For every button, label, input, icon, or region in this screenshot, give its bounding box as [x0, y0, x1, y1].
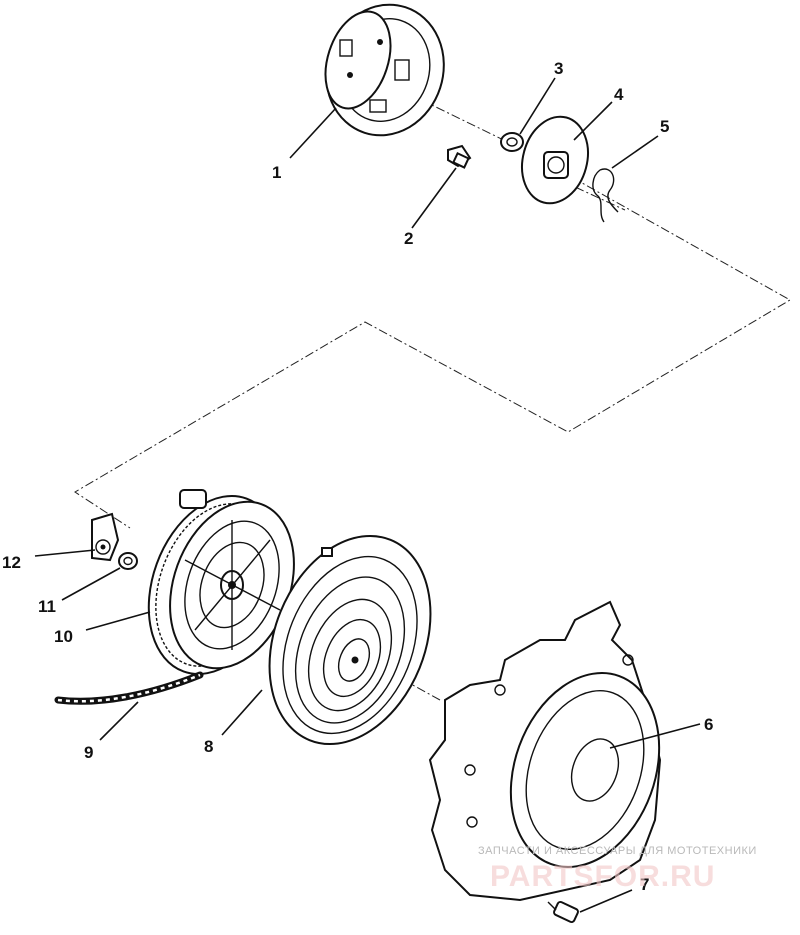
part-11-pawl-spring: [118, 552, 138, 570]
part-10-rope-reel: [147, 489, 295, 676]
callout-12: 12: [2, 553, 21, 572]
part-12-pawl: [91, 512, 120, 562]
callout-8: 8: [204, 737, 213, 756]
callout-4: 4: [614, 85, 624, 104]
part-6-starter-housing: [428, 600, 662, 902]
callout-9: 9: [84, 743, 93, 762]
callout-5: 5: [660, 117, 669, 136]
part-1-starter-cup: [324, 3, 445, 137]
callout-labels: 1 2 3 4 5 6 7 8 9 10 11 12: [2, 59, 713, 894]
part-9-starter-rope: [54, 671, 204, 705]
callout-6: 6: [704, 715, 713, 734]
callout-3: 3: [554, 59, 563, 78]
leader-lines: [34, 77, 701, 913]
watermark-tagline: ЗАПЧАСТИ И АКСЕССУАРЫ ДЛЯ МОТОТЕХНИКИ: [478, 845, 757, 857]
callout-10: 10: [54, 627, 73, 646]
callout-2: 2: [404, 229, 413, 248]
part-4-friction-plate: [521, 115, 589, 205]
part-7-screw: [547, 900, 579, 924]
part-2-bolt: [447, 144, 472, 169]
callout-11: 11: [38, 597, 56, 616]
callout-7: 7: [640, 875, 649, 894]
part-8-recoil-spring: [268, 534, 432, 746]
callout-1: 1: [272, 163, 281, 182]
watermark: ЗАПЧАСТИ И АКСЕССУАРЫ ДЛЯ МОТОТЕХНИКИ PA…: [478, 845, 757, 893]
part-3-nut: [500, 132, 524, 152]
part-5-spring-clip: [592, 168, 619, 223]
watermark-logo: PARTSFOR.RU: [490, 860, 715, 893]
